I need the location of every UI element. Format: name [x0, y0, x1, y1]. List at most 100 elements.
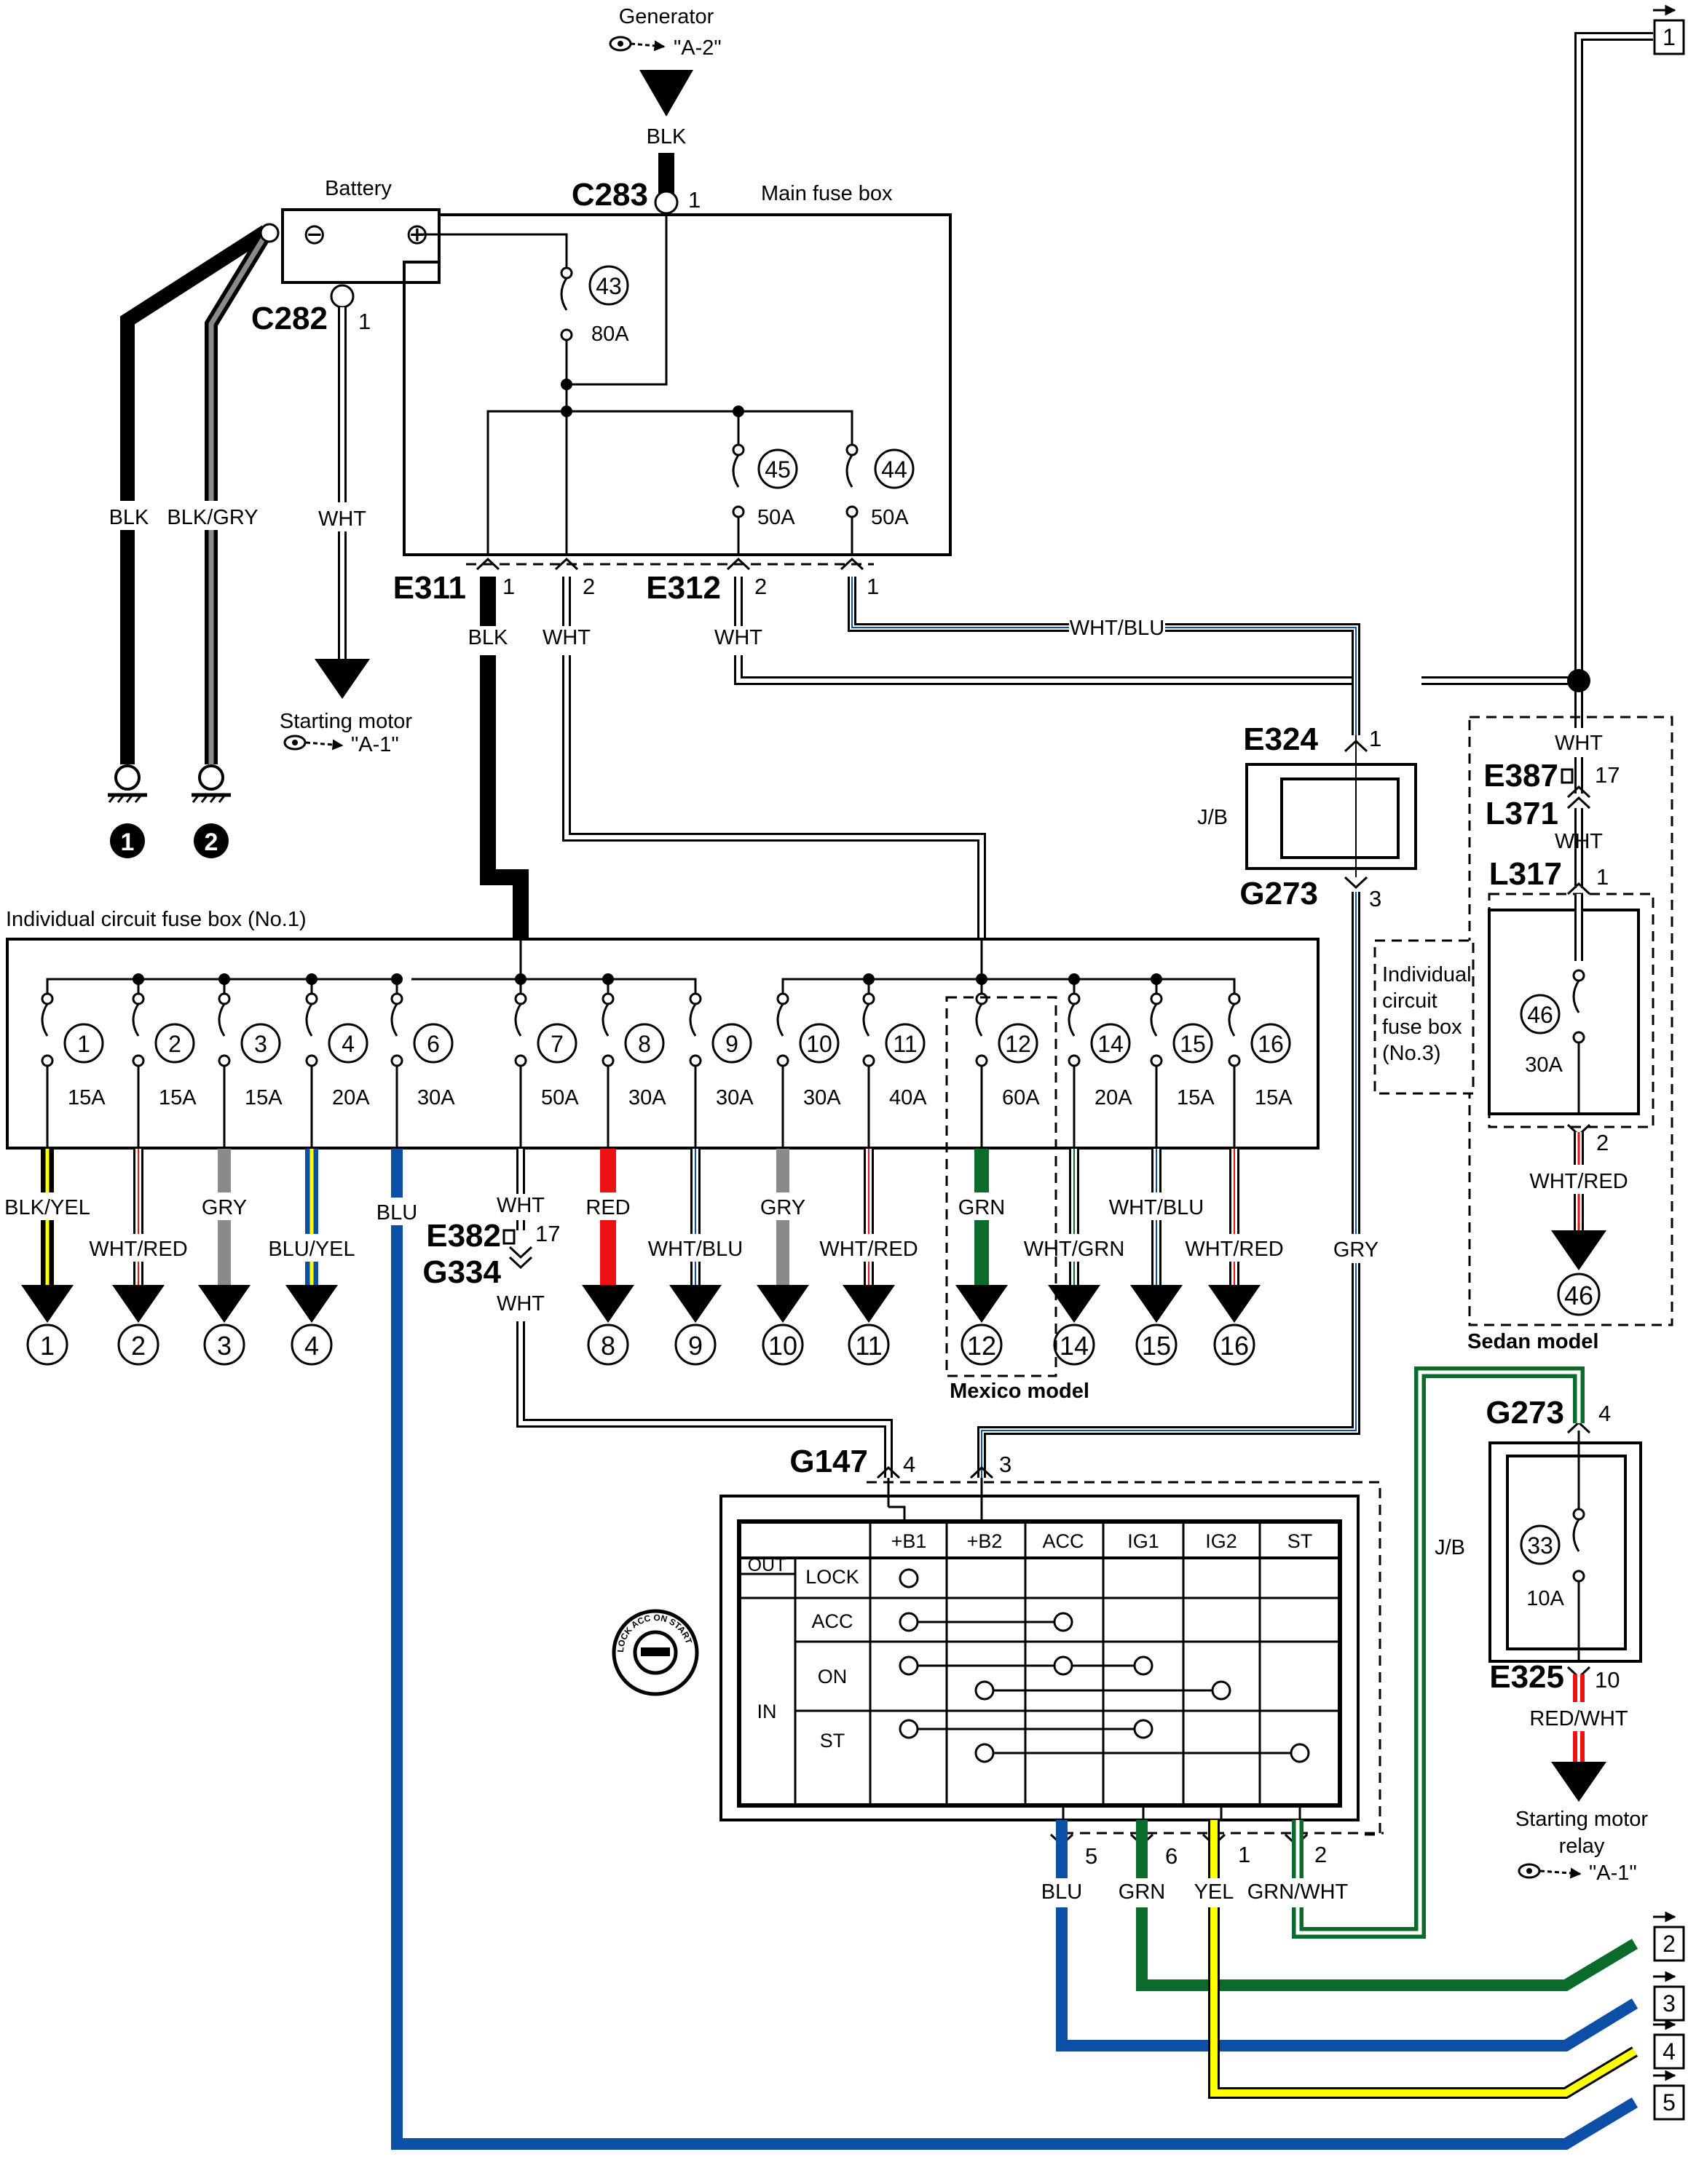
fuse-box-3-title-4: (No.3): [1382, 1042, 1441, 1065]
wire-11: WHT/RED 11: [819, 1149, 918, 1366]
mexico-model-frame: [945, 996, 1057, 1377]
g147-label: G147: [789, 1444, 868, 1479]
ign-row-on: ON: [818, 1666, 848, 1688]
ign-wire-2: GRN: [1119, 1880, 1165, 1904]
page-ref-1-wire: [1567, 32, 1653, 728]
fuse-46-rating: 30A: [1525, 1053, 1563, 1077]
ign-col-2: ACC: [1042, 1530, 1084, 1552]
output-15-num: 15: [1142, 1331, 1171, 1361]
starter-relay-arrow-icon: [1551, 1762, 1606, 1802]
fuse-44: 44 50A: [845, 443, 915, 529]
starting-motor-arrow-icon: [315, 659, 370, 699]
fuse-1-rating: 15A: [68, 1086, 106, 1109]
wht-blu-label-2: GRY: [1333, 1238, 1379, 1262]
e387-wire-top: WHT: [1555, 732, 1603, 755]
wire-14-label: WHT/GRN: [1024, 1238, 1125, 1261]
starter-relay-title-1: Starting motor: [1515, 1808, 1648, 1831]
fuse-4-num: 4: [342, 1031, 355, 1057]
ign-pin-2: 6: [1165, 1843, 1178, 1869]
ignition-key-icon: LOCK ACC ON START: [612, 1609, 699, 1696]
fuse-46-num: 46: [1527, 1002, 1553, 1028]
output-arrow-icon: [198, 1285, 251, 1323]
output-11-num: 11: [855, 1331, 882, 1361]
output-2-num: 2: [131, 1331, 146, 1361]
starter-relay-title-2: relay: [1559, 1835, 1605, 1858]
c283-label: C283: [572, 177, 648, 213]
output-12-num: 12: [967, 1331, 996, 1361]
wire-3: GRY 3: [198, 1149, 251, 1366]
e312-pin1: 2: [754, 574, 767, 599]
e324-pin: 1: [1369, 726, 1381, 751]
wire-11-label: WHT/RED: [819, 1238, 918, 1261]
fuse-46-out: 46: [1564, 1281, 1593, 1310]
c282-label: C282: [251, 301, 328, 336]
wire-3-label: GRY: [202, 1196, 247, 1219]
ground-2-num: 2: [205, 828, 218, 856]
e325-wire: RED/WHT: [1529, 1707, 1628, 1730]
generator-ref: "A-2": [674, 36, 722, 60]
output-3-num: 3: [217, 1331, 232, 1361]
battery-title: Battery: [325, 177, 392, 200]
fuse-43-num: 43: [596, 273, 622, 299]
output-arrow-icon: [582, 1285, 634, 1323]
e312-wire1: WHT: [714, 626, 762, 649]
page-ref-5-num: 5: [1663, 2089, 1676, 2116]
e382-pin: 17: [535, 1221, 560, 1246]
fuse-46-arrow-icon: [1551, 1230, 1606, 1270]
wire-2: WHT/RED 2: [89, 1149, 188, 1366]
jb-label-1: J/B: [1197, 806, 1228, 829]
e311-pin1: 1: [502, 574, 515, 599]
generator: Generator "A-2" BLK C283 1: [572, 5, 722, 215]
wire-wht-e312: [734, 577, 1579, 685]
wire-16-label: WHT/RED: [1185, 1238, 1283, 1261]
c283-pin: 1: [688, 187, 701, 213]
fuse-1-num: 1: [77, 1031, 90, 1057]
blu-wire-label: BLU: [376, 1201, 417, 1224]
wire-blu-fuse-6: BLU: [371, 1149, 1638, 2150]
fuse-1: 1 15A: [41, 979, 106, 1149]
fuse-box-1: Individual circuit fuse box (No.1) 115AB…: [0, 908, 1320, 1403]
wire-wht-blu-g273: GRY: [977, 892, 1409, 1478]
output-arrow-icon: [1048, 1285, 1100, 1323]
e324-label: E324: [1243, 721, 1318, 757]
wire-2-label: WHT/RED: [89, 1238, 187, 1261]
fuse-4-rating: 20A: [332, 1086, 370, 1109]
wire-8-label: RED: [585, 1196, 630, 1219]
page-ref-1: 1: [1653, 4, 1685, 55]
ground-1-num: 1: [121, 828, 135, 856]
ign-col-4: IG2: [1205, 1530, 1237, 1552]
jb-e324: E324 1 J/B G273 3: [1197, 721, 1417, 911]
e311-wire2: WHT: [543, 626, 591, 649]
l371-wire: WHT: [1555, 830, 1603, 853]
ground-wire-2-label: BLK/GRY: [167, 506, 258, 529]
fuse-11-rating: 40A: [889, 1086, 927, 1109]
g273b-label: G273: [1486, 1395, 1564, 1431]
starting-motor-title: Starting motor: [280, 710, 412, 733]
l317-label: L317: [1489, 856, 1562, 892]
page-ref-2-num: 2: [1663, 1931, 1676, 1957]
output-arrow-icon: [843, 1285, 895, 1323]
g273a-label: G273: [1239, 876, 1318, 911]
fuse-box-3-title-3: fuse box: [1382, 1016, 1462, 1039]
wire-9-label: WHT/BLU: [648, 1238, 744, 1261]
page-ref-4: 4: [1653, 2019, 1685, 2070]
generator-arrow-icon: [639, 70, 693, 116]
fuse-45-rating: 50A: [757, 506, 795, 529]
e325-label: E325: [1489, 1659, 1564, 1695]
ign-wire-3: YEL: [1194, 1880, 1234, 1904]
wire-10-label: GRY: [760, 1196, 805, 1219]
output-16-num: 16: [1220, 1331, 1249, 1361]
fuse-2-rating: 15A: [159, 1086, 197, 1109]
connector-e311-e312: E311 1 2 E312 2 1 BLK WHT WHT: [393, 557, 879, 649]
fuse-4: 4 20A: [305, 979, 370, 1149]
c282-pin: 1: [358, 309, 371, 334]
fuse-3-rating: 15A: [245, 1086, 283, 1109]
fuse-44-num: 44: [881, 456, 907, 483]
fuse-10-rating: 30A: [803, 1086, 841, 1109]
fuse-box-3-title-1: Individual: [1382, 963, 1472, 986]
